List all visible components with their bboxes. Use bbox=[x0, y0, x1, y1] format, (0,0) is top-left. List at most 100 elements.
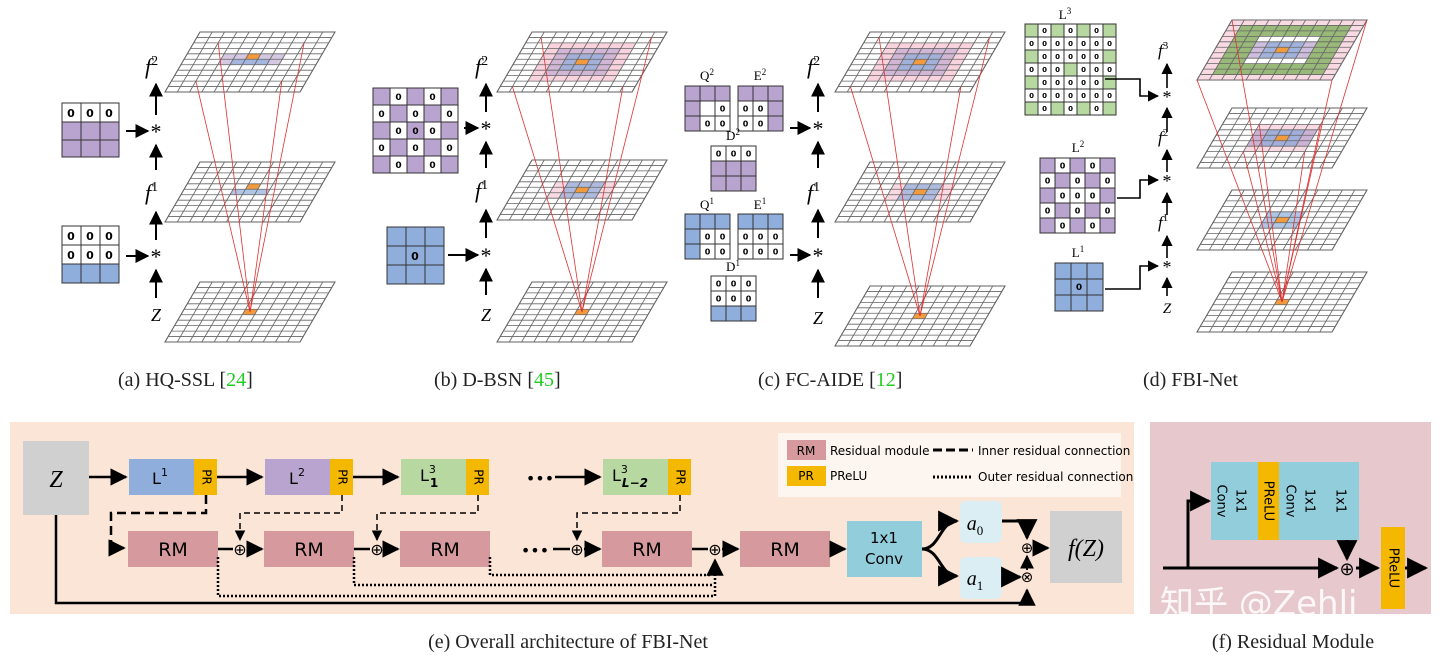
grid-cell bbox=[1258, 52, 1275, 59]
grid-cell bbox=[547, 42, 563, 49]
grid-cell bbox=[1277, 63, 1293, 70]
grid-cell bbox=[586, 59, 602, 65]
f-label: f1 bbox=[807, 180, 820, 205]
grid-line bbox=[1307, 19, 1343, 81]
field-line bbox=[919, 86, 962, 317]
grid-cell bbox=[598, 59, 615, 65]
grid-line bbox=[957, 161, 994, 223]
grid-cell bbox=[881, 48, 898, 54]
conv-1x1-block bbox=[847, 521, 922, 577]
grid-line bbox=[570, 159, 606, 221]
grid-level-2 bbox=[1196, 107, 1368, 169]
grid-line bbox=[1319, 189, 1356, 251]
grid-cell bbox=[1258, 140, 1275, 147]
grid-line bbox=[533, 159, 570, 221]
grid-line bbox=[1270, 189, 1306, 251]
grid-line bbox=[1245, 271, 1282, 333]
kernel-cell bbox=[1102, 101, 1117, 116]
zero-cell: 0 bbox=[716, 295, 722, 304]
zero-cell: 0 bbox=[1105, 177, 1111, 186]
grid-line bbox=[1233, 19, 1270, 81]
conv-star: * bbox=[1163, 171, 1172, 191]
zero-cell: 0 bbox=[1068, 105, 1073, 113]
conv-star: * bbox=[813, 116, 824, 141]
zero-cell: 0 bbox=[1042, 66, 1047, 74]
zero-cell: 0 bbox=[446, 110, 452, 120]
grid-cell bbox=[1336, 25, 1352, 31]
f-label: f2 bbox=[145, 54, 158, 79]
zero-cell: 0 bbox=[758, 233, 764, 242]
grid-cell bbox=[1289, 129, 1306, 136]
grid-cell bbox=[1296, 30, 1312, 37]
kernel-cell bbox=[1084, 202, 1101, 219]
grid-level-3 bbox=[1196, 19, 1368, 81]
kernel-cell bbox=[1050, 101, 1065, 116]
grid-line bbox=[846, 285, 883, 347]
grid-cell bbox=[592, 48, 609, 54]
e1-label: E1 bbox=[754, 196, 766, 212]
zero-cell: 0 bbox=[1029, 92, 1034, 100]
grid-cell bbox=[1317, 36, 1333, 42]
grid-line bbox=[226, 281, 262, 343]
zero-cell: 0 bbox=[67, 107, 75, 120]
kernel-cell bbox=[740, 160, 757, 177]
zero-cell: 0 bbox=[1042, 79, 1047, 87]
grid-middle bbox=[834, 161, 1006, 223]
kernel-cell bbox=[737, 213, 754, 230]
grid-cell bbox=[1247, 30, 1263, 37]
grid-cell bbox=[1348, 25, 1364, 31]
grid-cell bbox=[1320, 30, 1337, 37]
grid-cell bbox=[890, 183, 907, 190]
add-node: ⊕ bbox=[708, 540, 721, 559]
kernel-cell bbox=[372, 121, 391, 140]
grid-line bbox=[945, 161, 981, 223]
rm-conv-b bbox=[1279, 462, 1324, 540]
grid-cell bbox=[1332, 30, 1349, 37]
grid-line bbox=[262, 281, 299, 343]
kernel-cell bbox=[372, 87, 391, 106]
kernel-cell bbox=[440, 87, 459, 106]
grid-cell bbox=[1305, 36, 1321, 42]
legend-background bbox=[778, 433, 1121, 497]
kernel-cell bbox=[767, 243, 784, 260]
grid-cell bbox=[257, 53, 274, 60]
grid-cell bbox=[1289, 41, 1306, 48]
grid-cell bbox=[1289, 63, 1305, 70]
kernel-cell bbox=[1102, 23, 1117, 38]
grid-line bbox=[545, 281, 582, 343]
kernel-cell bbox=[1099, 187, 1116, 204]
grid-cell bbox=[943, 48, 959, 54]
grid-cell bbox=[921, 194, 937, 201]
grid-cell bbox=[1292, 124, 1309, 130]
grid-cell bbox=[909, 42, 925, 49]
grid-cell bbox=[1283, 52, 1299, 59]
grid-cell bbox=[596, 42, 612, 49]
grid-line bbox=[1270, 271, 1306, 333]
grid-cell bbox=[927, 183, 944, 190]
a0-box bbox=[960, 501, 1002, 543]
grid-line bbox=[496, 31, 533, 93]
zero-cell: 0 bbox=[1029, 66, 1034, 74]
grid-cell bbox=[242, 189, 258, 195]
grid-cell bbox=[607, 64, 624, 71]
grid-line bbox=[226, 161, 262, 223]
kernel-cell bbox=[684, 85, 701, 102]
zero-cell: 0 bbox=[1090, 222, 1096, 231]
grid-line bbox=[262, 31, 299, 93]
kernel-cell bbox=[725, 175, 742, 192]
zero-cell: 0 bbox=[429, 161, 435, 171]
rm-block-3 bbox=[400, 531, 490, 567]
grid-line bbox=[176, 281, 213, 343]
grid-cell bbox=[875, 59, 891, 65]
zero-cell: 0 bbox=[746, 150, 752, 159]
grid-line bbox=[1233, 271, 1270, 333]
grid-cell bbox=[1277, 129, 1293, 136]
grid-cell bbox=[1298, 135, 1315, 141]
grid-line bbox=[607, 31, 643, 93]
grid-cell bbox=[1307, 52, 1324, 59]
grid-cell bbox=[1317, 58, 1333, 64]
